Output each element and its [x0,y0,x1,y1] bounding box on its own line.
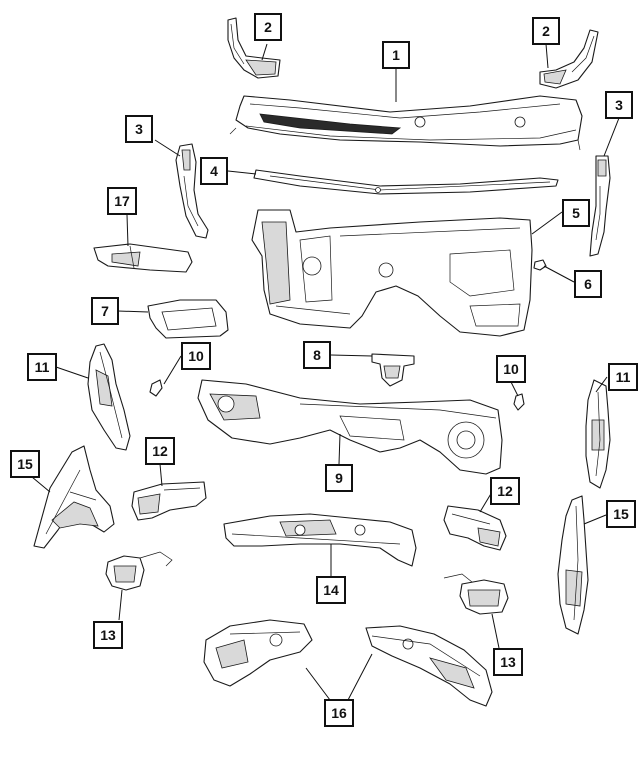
callout-1-label: 1 [392,47,400,63]
callout-17: 17 [107,187,137,215]
callout-6: 6 [574,270,602,298]
callout-7: 7 [91,297,119,325]
part-5-dash-panel [251,209,533,337]
callout-16-label: 16 [331,705,347,721]
part-8-bracket [371,353,415,387]
callout-13-left: 13 [93,621,123,649]
part-16-right-rail [365,625,493,707]
part-16-left-rail [203,619,313,687]
part-4-seal-strip [253,169,559,195]
callout-11-left: 11 [27,353,57,381]
part-15-left-liner [33,445,115,549]
callout-9: 9 [325,464,353,492]
callout-5: 5 [562,199,590,227]
callout-11-left-label: 11 [35,359,50,375]
callout-5-label: 5 [572,205,580,221]
callout-2-right-label: 2 [542,23,550,39]
part-14-crossmember [223,513,417,567]
callout-15-left: 15 [10,450,40,478]
callout-3-left: 3 [125,115,153,143]
callout-2-right: 2 [532,17,560,45]
part-9-dash-silencer [197,379,503,475]
part-7-frame-seal [147,299,229,339]
callout-15-right-label: 15 [613,506,629,522]
part-6-clip [533,259,547,271]
callout-14-label: 14 [323,582,339,598]
callout-6-label: 6 [584,276,592,292]
part-1-cowl-panel [229,95,583,151]
callout-10-left: 10 [181,342,211,370]
callout-7-label: 7 [101,303,109,319]
callout-2-left: 2 [254,13,282,41]
callout-13-right: 13 [493,648,523,676]
part-10-left-clip [149,379,163,397]
callout-3-left-label: 3 [135,121,143,137]
part-13-right-mount [443,573,509,615]
part-11-right-side-panel [585,379,611,489]
part-17-insulator-pad [93,243,193,273]
callout-2-left-label: 2 [264,19,272,35]
callout-10-right-label: 10 [503,361,519,377]
part-12-left-duct [131,481,207,521]
part-12-right-duct [443,505,507,551]
callout-4-label: 4 [210,163,218,179]
part-3-left-pillar [175,143,209,239]
part-3-right-pillar [589,155,611,257]
callout-16: 16 [324,699,354,727]
callout-12-right-label: 12 [497,483,513,499]
callout-8: 8 [303,341,331,369]
callout-11-right-label: 11 [616,369,631,385]
callout-4: 4 [200,157,228,185]
callout-9-label: 9 [335,470,343,486]
callout-10-left-label: 10 [188,348,204,364]
callout-11-right: 11 [608,363,638,391]
callout-13-right-label: 13 [500,654,516,670]
callout-10-right: 10 [496,355,526,383]
part-11-left-side-panel [87,343,131,451]
callout-12-right: 12 [490,477,520,505]
callout-3-right: 3 [605,91,633,119]
callout-13-left-label: 13 [100,627,116,643]
callout-17-label: 17 [114,193,130,209]
callout-3-right-label: 3 [615,97,623,113]
callout-15-left-label: 15 [17,456,33,472]
part-2-left-bracket [227,17,281,79]
callout-1: 1 [382,41,410,69]
part-2-right-bracket [539,29,599,89]
part-15-right-liner [557,495,589,635]
part-10-right-clip [513,393,525,411]
callout-8-label: 8 [313,347,321,363]
callout-14: 14 [316,576,346,604]
callout-15-right: 15 [606,500,636,528]
callout-12-left: 12 [145,437,175,465]
callout-12-left-label: 12 [152,443,168,459]
part-13-left-mount [105,551,173,591]
